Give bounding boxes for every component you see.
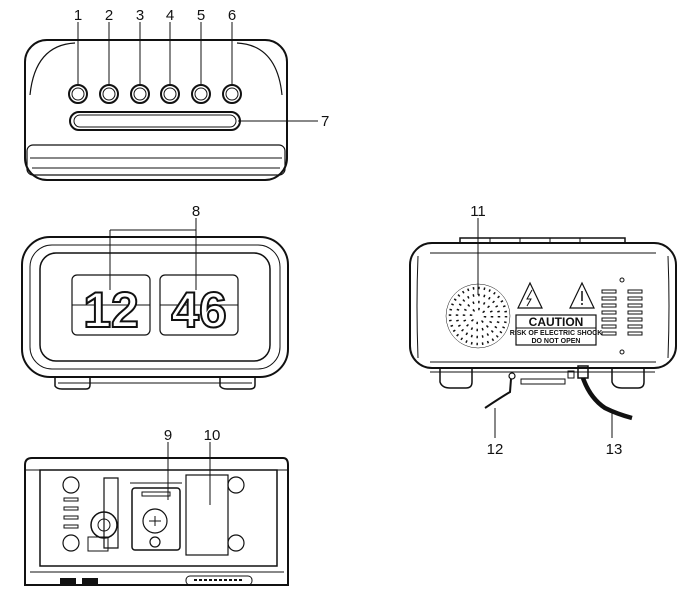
- rear-view: CAUTION RISK OF ELECTRIC SHOCK DO NOT OP…: [409, 203, 677, 458]
- flip-display-minutes: 46: [159, 274, 239, 339]
- callout-6: 6: [228, 7, 236, 24]
- top-view: 1 2 3 4 5 6 7: [24, 7, 329, 181]
- battery-compartment[interactable]: [130, 482, 182, 551]
- knob[interactable]: [90, 511, 118, 539]
- power-cord: [567, 365, 633, 421]
- button-1[interactable]: [68, 84, 88, 104]
- caution-line-2: DO NOT OPEN: [531, 338, 580, 345]
- display-hours: 12: [83, 282, 139, 338]
- callout-2: 2: [105, 7, 113, 24]
- callout-9: 9: [164, 427, 172, 444]
- callout-11: 11: [470, 203, 486, 220]
- button-3[interactable]: [130, 84, 150, 104]
- caution-line-1: RISK OF ELECTRIC SHOCK: [510, 330, 603, 337]
- callout-10: 10: [204, 427, 221, 444]
- button-2[interactable]: [99, 84, 119, 104]
- snooze-bar[interactable]: [69, 111, 241, 131]
- caution-title: CAUTION: [529, 315, 584, 329]
- exclamation-warning-icon: [569, 281, 595, 309]
- button-5[interactable]: [191, 84, 211, 104]
- callout-13: 13: [606, 441, 623, 458]
- lightning-warning-icon: [517, 281, 543, 309]
- speaker-vent: [185, 575, 253, 586]
- button-4[interactable]: [160, 84, 180, 104]
- rear-vent-slots: [601, 289, 643, 336]
- callout-12: 12: [487, 441, 504, 458]
- callout-5: 5: [197, 7, 205, 24]
- display-minutes: 46: [171, 282, 227, 338]
- flip-display-hours: 12: [71, 274, 151, 339]
- callout-8: 8: [192, 203, 200, 220]
- button-6[interactable]: [222, 84, 242, 104]
- antenna-wire: [484, 372, 516, 409]
- front-view: 12 46 8: [21, 203, 289, 390]
- callout-1: 1: [74, 7, 82, 24]
- callout-3: 3: [136, 7, 144, 24]
- bottom-view: 9 10: [24, 427, 289, 586]
- callout-4: 4: [166, 7, 174, 24]
- callout-7: 7: [321, 113, 329, 130]
- caution-label: CAUTION RISK OF ELECTRIC SHOCK DO NOT OP…: [510, 314, 603, 346]
